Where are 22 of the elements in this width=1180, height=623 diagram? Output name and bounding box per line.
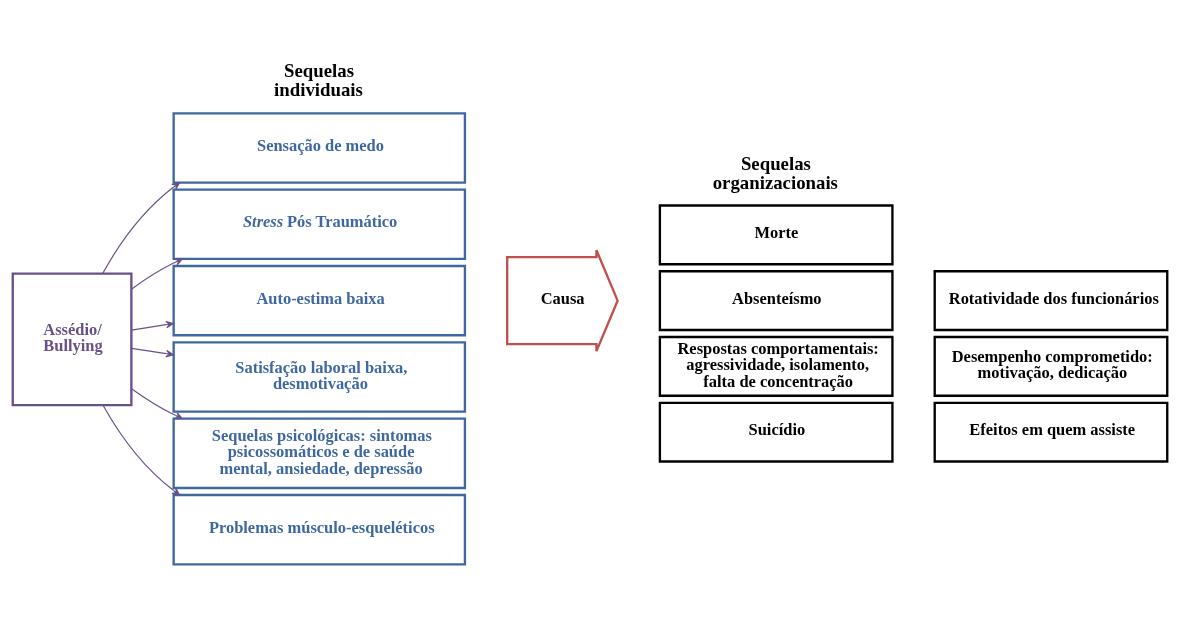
- label: Sequelas organizacionais: [712, 153, 838, 193]
- node-box: Desempenho comprometido: motivação, dedicação: [933, 335, 1169, 397]
- node-box: Sequelas psicológicas: sintomas psicossomáticos e de saúde mental, ansiedade, depressão: [172, 417, 467, 490]
- arrow: [102, 182, 181, 275]
- arrow: [131, 388, 183, 420]
- node-box: Satisfação laboral baixa, desmotivação: [172, 341, 467, 413]
- arrow: [131, 347, 174, 358]
- node-box: Suicídio: [658, 401, 894, 463]
- label: Sequelas individuais: [274, 60, 363, 101]
- node-box: Absenteísmo: [658, 270, 894, 332]
- node-box: Auto-estima baixa: [172, 264, 467, 337]
- node-box: Morte: [658, 204, 894, 266]
- node-box: Assédio/ Bullying: [11, 272, 133, 407]
- node-box: Respostas comportamentais: agressividade, isolamento, falta de concentração: [658, 335, 894, 397]
- arrow: [131, 258, 183, 290]
- node-box: Problemas músculo-esqueléticos: [172, 493, 467, 566]
- arrow: [131, 320, 174, 331]
- node-box: Rotatividade dos funcionários: [933, 270, 1169, 332]
- node-box: Efeitos em quem assiste: [933, 401, 1169, 463]
- node-box: Stress Pós Traumático: [172, 188, 467, 261]
- node-box: Sensação de medo: [172, 112, 467, 184]
- arrow: [102, 404, 181, 496]
